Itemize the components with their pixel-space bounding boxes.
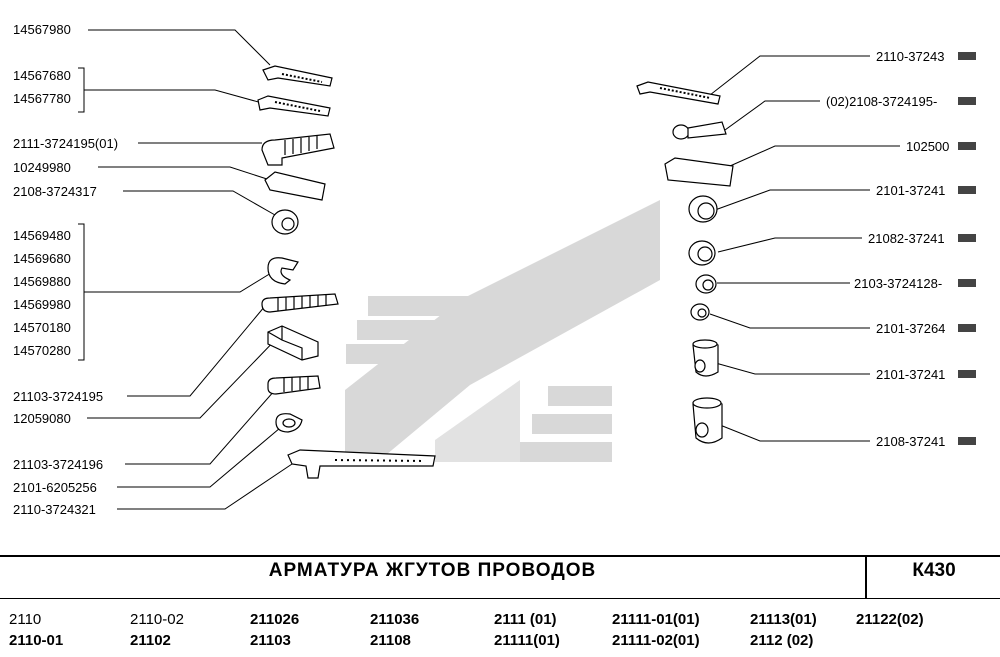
- part-label: 2101-37241: [876, 183, 946, 198]
- part-label: 14570180: [13, 320, 71, 335]
- model-code: 211026: [250, 611, 300, 628]
- model-code: 21122(02): [856, 611, 924, 628]
- model-code: 2110-02: [130, 611, 184, 628]
- right-leader-lines: [709, 55, 900, 442]
- part-label: 10249980: [13, 160, 71, 175]
- part-label: 2108-37241: [876, 434, 946, 449]
- footer-top-rule: [0, 555, 1000, 557]
- page-title: АРМАТУРА ЖГУТОВ ПРОВОДОВ: [268, 560, 597, 581]
- model-code: 2110: [9, 611, 42, 628]
- part-label: 14569480: [13, 228, 71, 243]
- part-label: 14567780: [13, 91, 71, 106]
- part-label: 2110-3724321: [13, 502, 96, 517]
- footer-divider: [865, 555, 867, 599]
- model-code: 21111-02(01): [612, 632, 700, 649]
- part-label: 2103-3724128-: [854, 276, 943, 291]
- part-label: 12059080: [13, 411, 71, 426]
- footer-mid-rule: [0, 598, 1000, 599]
- watermark-logo: [345, 200, 660, 462]
- model-code: 2111 (01): [494, 611, 557, 628]
- part-label: (02)2108-3724195-: [826, 94, 938, 109]
- model-code: 21113(01): [750, 611, 817, 628]
- left-parts: [257, 65, 436, 479]
- model-code: 21108: [370, 632, 411, 649]
- diagram-drawing: [78, 29, 976, 510]
- part-label: 2101-37264: [876, 321, 946, 336]
- model-code: 21103: [250, 632, 291, 649]
- part-label: 14567980: [13, 22, 71, 37]
- label-overprint-marks: [958, 52, 976, 445]
- model-code: 21102: [130, 632, 171, 649]
- model-code: 21111-01(01): [612, 611, 700, 628]
- part-label: 102500: [906, 139, 950, 154]
- part-label: 2108-3724317: [13, 184, 97, 199]
- part-label: 21103-3724196: [13, 457, 104, 472]
- part-label: 21103-3724195: [13, 389, 104, 404]
- part-label: 2101-37241: [876, 367, 946, 382]
- part-label: 14569680: [13, 251, 71, 266]
- part-label: 14569880: [13, 274, 71, 289]
- part-label: 2111-3724195(01): [13, 136, 119, 151]
- catalog-code: К430: [912, 560, 956, 581]
- part-label: 21082-37241: [868, 231, 945, 246]
- part-label: 2110-37243: [876, 49, 945, 64]
- part-label: 2101-6205256: [13, 480, 97, 495]
- model-code: 2112 (02): [750, 632, 814, 649]
- left-leader-lines: [84, 29, 296, 510]
- model-code: 2110-01: [9, 632, 64, 649]
- model-code: 21111(01): [494, 632, 560, 649]
- right-parts: [636, 81, 734, 444]
- part-label: 14569980: [13, 297, 71, 312]
- part-label: 14567680: [13, 68, 71, 83]
- part-label: 14570280: [13, 343, 71, 358]
- model-code: 211036: [370, 611, 420, 628]
- left-brackets: [78, 67, 85, 361]
